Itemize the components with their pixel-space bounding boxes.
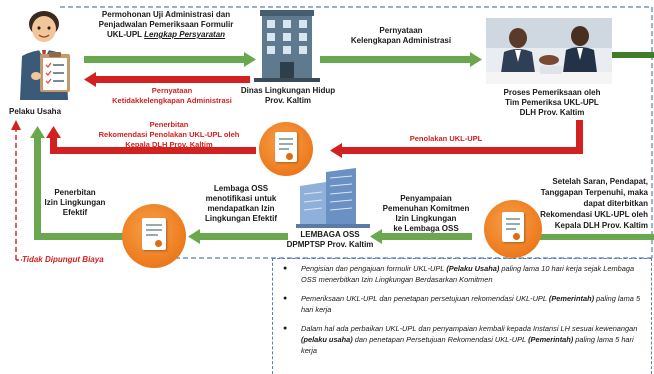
note-2-actor: (Pemerintah) [548,293,595,303]
rekomendasi-label: Setelah Saran, Pendapat, Tanggapan Terpe… [540,177,648,230]
rekomendasi-document-icon [484,200,542,258]
arrow-permohonan [84,56,244,63]
arrow-penolakan-head [330,143,342,158]
notifikasi-label: Lembaga OSS menotifikasi untuk mendapatk… [205,184,277,223]
arrow-izin-head [30,126,45,138]
note-item-2: Pemeriksaan UKL-UPL dan penetapan perset… [283,293,643,316]
tim-pemeriksa-icon [486,18,612,84]
arrow-rek-penolakan-head [46,126,61,138]
arrow-penyampaian-head [370,229,382,244]
arrow-tidak-lengkap-head [84,72,96,87]
note-3-actor-1: (pelaku usaha) [301,335,353,345]
arrow-lengkap-head [470,52,482,67]
arrow-tidak-lengkap [96,76,250,83]
arrow-lengkap [320,56,470,63]
permohonan-line-3: UKL-UPL Lengkap Persyaratan [86,30,246,40]
permohonan-persyaratan: Lengkap Persyaratan [144,30,226,39]
arrow-izin-v [34,136,41,240]
note-1-duration: paling lama 10 hari kerja sejak Lembaga … [301,264,635,285]
lengkap-label: Pernyataan Kelengkapan Administrasi [350,26,452,45]
left-red-dashed-arrowhead [11,120,21,130]
izin-label: Penerbitan Izin Lingkungan Efektif [44,188,106,217]
pelaku-usaha-icon [20,11,70,100]
oss-building-icon [296,168,370,228]
arrow-rekomendasi-h [540,234,654,240]
note-3-middle: dan penetapan Persetujuan Rekomendasi UK… [352,335,529,345]
pelaku-usaha-label: Pelaku Usaha [8,107,62,116]
tim-pemeriksa-label: Proses Pemeriksaan oleh Tim Pemeriksa UK… [503,88,601,117]
arrow-penolakan-v [576,120,583,154]
note-3-duration: paling lama 5 hari kerja [301,335,634,356]
penolakan-document-icon [259,122,313,176]
penyampaian-label: Penyampaian Pemenuhan Komitmen Izin Ling… [382,194,470,233]
note-item-1: Pengisian dan pengajuan formulir UKL-UPL… [283,263,643,286]
tidak-lengkap-label: Pernyataan Ketidakkelengkapan Administra… [112,86,232,105]
dlh-label: Dinas Lingkungan Hidup Prov. Kaltim [240,86,336,105]
arrow-penolakan-h [342,147,583,154]
permohonan-line-2: Penjadwalan Pemeriksaan Formulir [98,20,234,29]
arrow-izin-h [34,233,126,240]
penolakan-rek-label: Penerbitan Rekomendasi Penolakan UKL-UPL… [98,120,240,149]
notes-box: Pengisian dan pengajuan formulir UKL-UPL… [272,258,652,374]
note-2-duration: paling lama 5 hari kerja [301,293,641,315]
arrow-rek-penolakan-v [50,136,57,154]
bar-top-right [612,52,654,58]
permohonan-line-3a: UKL-UPL [106,30,145,39]
permohonan-label: Permohonan Uji Administrasi dan Penjadwa… [86,10,246,40]
arrow-notifikasi [200,233,288,240]
oss-label: LEMBAGA OSS DPMPTSP Prov. Kaltim [286,230,374,249]
penolakan-label: Penolakan UKL-UPL [409,134,483,143]
arrow-permohonan-head [244,52,256,67]
note-1-text: Pengisian dan pengajuan formulir UKL-UPL [301,264,447,273]
permohonan-line-1: Permohonan Uji Administrasi dan [101,10,231,19]
note-1-actor: (Pelaku Usaha) [446,264,500,273]
arrow-rek-penolakan-h [56,147,256,154]
note-2-text: Pemeriksaan UKL-UPL dan penetapan perset… [301,293,549,303]
note-3-text: Dalam hal ada perbaikan UKL-UPL dan peny… [301,323,638,333]
notes-list: Pengisian dan pengajuan formulir UKL-UPL… [273,259,651,357]
note-3-actor-2: (Pemerintah) [528,335,574,345]
arrow-penyampaian [382,233,472,240]
tidak-dipungut-biaya: Tidak Dipungut Biaya [22,255,104,264]
izin-document-icon [122,204,186,268]
dlh-building-icon [254,10,320,82]
note-item-3: Dalam hal ada perbaikan UKL-UPL dan peny… [283,323,643,357]
arrow-notifikasi-head [188,229,200,244]
